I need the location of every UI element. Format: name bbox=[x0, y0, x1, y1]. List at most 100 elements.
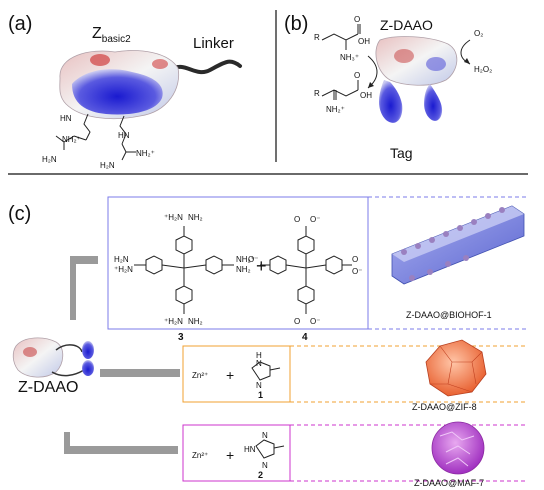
c3-bonds bbox=[134, 226, 234, 314]
c3-right-nh2: NH₂ bbox=[236, 265, 251, 274]
protein-name-subscript: basic2 bbox=[102, 34, 131, 45]
c1-methyl bbox=[269, 367, 281, 371]
zif-reagent-box bbox=[182, 345, 291, 403]
tag-label: Tag bbox=[390, 145, 413, 161]
arg1-nh: HN bbox=[60, 114, 72, 123]
protein-name: Zbasic2 bbox=[92, 25, 131, 45]
zif-crystal-body bbox=[425, 339, 487, 397]
source-enzyme bbox=[12, 337, 94, 378]
side-chain-2 bbox=[119, 115, 127, 145]
c4-bonds bbox=[260, 226, 352, 314]
zif-zinc: Zn²⁺ bbox=[192, 371, 208, 380]
arg2-nh2: H₂N bbox=[100, 161, 115, 170]
product-oh: OH bbox=[360, 91, 372, 100]
panel-b: (b) Z-DAAO R OH O NH₃⁺ R OH O NH₂⁺ Tag bbox=[284, 13, 492, 161]
connector-middle bbox=[100, 369, 180, 377]
product-o: O bbox=[354, 71, 360, 80]
source-tag-2 bbox=[82, 360, 94, 376]
substrate-nh3: NH₃⁺ bbox=[340, 53, 359, 62]
connector-upper bbox=[70, 256, 98, 320]
c4-top-o: O bbox=[294, 215, 300, 224]
maf-plus: + bbox=[226, 447, 234, 463]
source-enzyme-red bbox=[23, 347, 37, 357]
hof-surface-enzymes bbox=[401, 207, 505, 281]
panel-c: (c) Z-DAAO ⁺H₂N NH₂ H₂N ⁺H bbox=[8, 196, 528, 488]
source-enzyme-label: Z-DAAO bbox=[18, 379, 78, 396]
c1-n3: N bbox=[256, 381, 262, 390]
c1-ring bbox=[251, 361, 271, 381]
hof-plus: + bbox=[256, 256, 267, 276]
c2-ring bbox=[255, 439, 275, 459]
hof-reagent-box bbox=[107, 196, 369, 330]
enzyme-surface bbox=[375, 36, 458, 86]
compound-1-label: 1 bbox=[258, 390, 263, 400]
compound-4: O O⁻ O⁻ O O⁻ O O⁻ bbox=[248, 215, 362, 326]
source-enzyme-surface bbox=[12, 337, 64, 378]
conversion-arrowhead bbox=[368, 82, 374, 88]
enzyme-patch-red bbox=[394, 49, 414, 63]
c1-n1: N bbox=[256, 359, 262, 368]
c4-bottom-ominus: O⁻ bbox=[310, 317, 320, 326]
substrate-r: R bbox=[314, 33, 320, 42]
side-chain-1 bbox=[83, 113, 91, 141]
arg2-nh: HN bbox=[118, 131, 130, 140]
substrate-o: O bbox=[354, 15, 360, 24]
enzyme-patch-blue bbox=[426, 57, 446, 71]
compound-2: HN N N bbox=[244, 431, 285, 470]
c4-top-ominus: O⁻ bbox=[310, 215, 320, 224]
c3-top-h2n: ⁺H₂N bbox=[164, 213, 183, 222]
enzyme-label: Z-DAAO bbox=[380, 17, 433, 33]
guanidino-1 bbox=[55, 135, 87, 150]
negative-patch-1 bbox=[90, 54, 110, 66]
zif-crystal-edges bbox=[430, 345, 483, 393]
compound-1: H N N bbox=[251, 351, 281, 390]
c2-methyl bbox=[273, 445, 285, 449]
c4-ring-left bbox=[269, 255, 287, 275]
panel-c-label: (c) bbox=[8, 203, 31, 225]
peroxide-label: H₂O₂ bbox=[474, 65, 492, 74]
linker-label: Linker bbox=[193, 35, 234, 52]
substrate-structure: R OH O NH₃⁺ bbox=[314, 15, 370, 62]
product-structure: R OH O NH₂⁺ bbox=[314, 71, 372, 114]
c3-ring-right bbox=[205, 255, 223, 275]
compound-3-label: 3 bbox=[178, 332, 184, 343]
panel-b-label: (b) bbox=[284, 13, 308, 35]
guanidino-2 bbox=[121, 143, 136, 161]
c2-n-bottom: N bbox=[262, 461, 268, 470]
source-linker-1 bbox=[55, 344, 83, 353]
zif-product-label: Z-DAAO@ZIF-8 bbox=[412, 402, 477, 412]
linker-tube bbox=[168, 59, 242, 74]
product-nh2: NH₂⁺ bbox=[326, 105, 345, 114]
c4-ring-right bbox=[325, 255, 343, 275]
c3-bottom-h2n: ⁺H₂N bbox=[164, 317, 183, 326]
conversion-arrow bbox=[367, 55, 378, 89]
c4-bottom-o: O bbox=[294, 317, 300, 326]
maf-reagent-box bbox=[182, 424, 291, 482]
zif-plus: + bbox=[226, 367, 234, 383]
product-bonds bbox=[321, 80, 359, 100]
c4-right-ominus: O⁻ bbox=[352, 267, 362, 276]
hof-crystal bbox=[391, 205, 525, 285]
product-r: R bbox=[314, 89, 320, 98]
panel-a: (a) Zbasic2 Linker HN H₂N NH₂⁺ HN H₂N NH… bbox=[8, 13, 242, 170]
negative-patch-2 bbox=[152, 59, 168, 69]
oxygen-arrowhead bbox=[464, 58, 470, 64]
panel-a-label: (a) bbox=[8, 13, 32, 35]
maf-crystal-body bbox=[431, 421, 485, 475]
connector-lower bbox=[64, 432, 178, 454]
oxygen-label: O₂ bbox=[474, 29, 483, 38]
arg1-nh2: H₂N bbox=[42, 155, 57, 164]
c3-top-nh2: NH₂ bbox=[188, 213, 203, 222]
hof-crystal-top bbox=[392, 206, 524, 262]
tag-right bbox=[424, 84, 443, 121]
compound-4-label: 4 bbox=[302, 332, 308, 343]
c4-right-o: O bbox=[352, 255, 358, 264]
c3-left-h2n: H₂N bbox=[114, 255, 129, 264]
compound-2-label: 2 bbox=[258, 470, 263, 480]
substrate-bonds bbox=[321, 24, 361, 50]
tag-left bbox=[379, 80, 403, 123]
c2-hn: HN bbox=[244, 445, 256, 454]
c3-left-h2n-plus: ⁺H₂N bbox=[114, 265, 133, 274]
c3-ring-left bbox=[145, 255, 163, 275]
maf-zinc: Zn²⁺ bbox=[192, 451, 208, 460]
